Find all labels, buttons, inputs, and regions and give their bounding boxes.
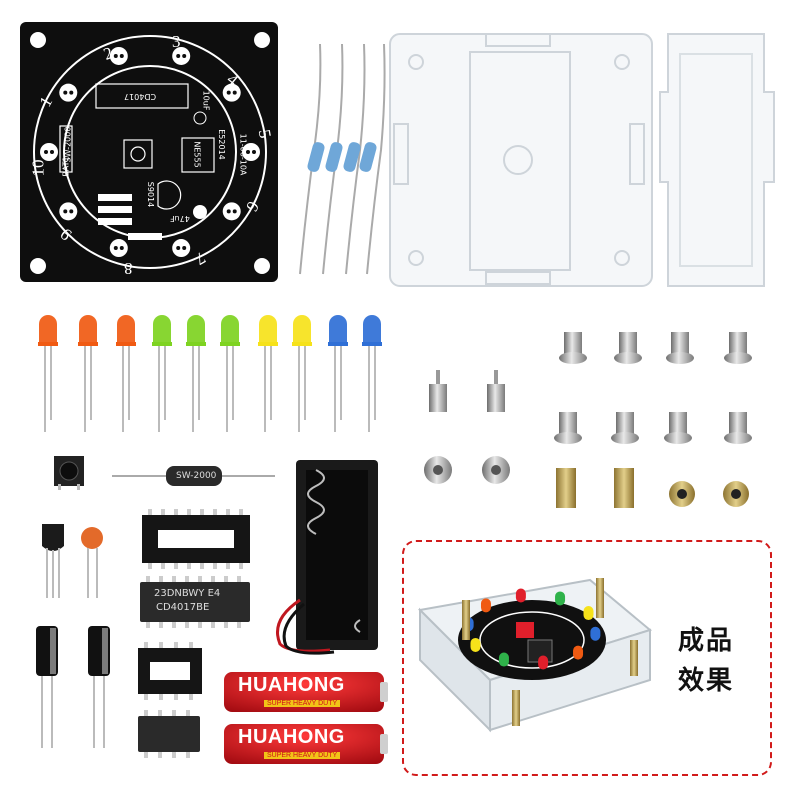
led [78,315,98,432]
pcb-label-switch: SW-2000 [63,126,73,163]
metal-standoff [429,370,447,412]
brass-nut [669,481,695,507]
chip-marking-line2: CD4017BE [156,602,210,613]
pcb-label-part-code: E52014 [216,129,226,160]
final-product-frame [402,540,772,776]
led [362,315,382,432]
assembled-led [538,655,549,670]
resistor [299,43,325,275]
pcb-led-pad [222,83,241,102]
assembled-led [515,588,526,603]
ne555-chip [138,710,200,758]
resistor [359,43,386,275]
battery-tagline-2: SUPER HEAVY DUTY [264,752,341,759]
acrylic-case-side [659,33,775,287]
pcb-led-pad [109,46,128,65]
resistor-set [299,43,386,275]
screw [559,332,587,364]
pcb-led-pad [40,143,58,161]
transistor [42,524,64,598]
pcb-number-10: 10 [28,159,48,177]
pcb-board [20,22,278,282]
battery-brand-1: HUAHONG [238,674,345,696]
brass-nut [723,481,749,507]
pcb-led-pad [59,202,78,221]
chip-marking-line1: 23DNBWY E4 [154,588,221,599]
ceramic-capacitor [81,527,103,598]
led [186,315,206,432]
pcb-label-ne555: NE555 [192,141,202,168]
final-product-label-line2: 效果 [678,666,735,696]
assembled-led [573,645,584,660]
screw [666,332,694,364]
pcb-label-cap-47uf: 47uF [170,214,190,223]
battery-holder [276,460,378,655]
assembled-led [583,606,594,621]
cd4017-chip [140,576,250,628]
resistor [343,43,366,275]
led [38,315,58,432]
final-product-label-line1: 成品 [678,626,735,656]
vibration-switch [112,466,275,486]
assembled-led [470,637,481,652]
electrolytic-capacitor-2 [88,626,110,748]
battery-brand-2: HUAHONG [238,726,345,748]
screw [614,332,642,364]
led-row [38,315,382,432]
pcb-label-transistor: S9014 [146,181,156,208]
metal-standoff [487,370,505,412]
electrolytic-capacitor-1 [36,626,58,748]
led [292,315,312,432]
led [258,315,278,432]
led [220,315,240,432]
metal-nut [424,456,452,484]
assembled-led [555,591,566,606]
tactile-switch [54,456,84,490]
pcb-number-8: 8 [124,259,133,278]
screw [724,332,752,364]
assembled-led [498,652,509,667]
pcb-led-pad [109,239,128,258]
pcb-led-pad [222,202,241,221]
assembled-product [417,578,653,733]
led [116,315,136,432]
pcb-led-pad [59,83,78,102]
screw [611,412,639,444]
metal-nut [482,456,510,484]
screw [664,412,692,444]
screw [554,412,582,444]
led [328,315,348,432]
acrylic-case-panel [389,33,653,287]
pcb-led-pad [172,46,191,65]
battery-tagline-1: SUPER HEAVY DUTY [264,700,341,707]
resistor [322,43,344,275]
pcb-led-pad [242,143,260,161]
brass-standoff [614,468,634,508]
switch-marking: SW-2000 [176,471,217,481]
brass-standoff [556,468,576,508]
pcb-label-cd4017: CD4017 [124,92,157,101]
ic-socket-8 [138,642,202,700]
pcb-number-3: 3 [172,32,181,51]
pcb-label-date-code: 11-06-10A [238,133,248,176]
assembled-led [590,626,601,641]
pcb-led-pad [172,239,191,258]
screw [724,412,752,444]
led [152,315,172,432]
assembled-led [480,598,491,613]
ic-socket-16 [142,509,250,569]
screw-set [424,332,752,508]
pcb-label-cap-10uf: 10uF [201,90,211,111]
